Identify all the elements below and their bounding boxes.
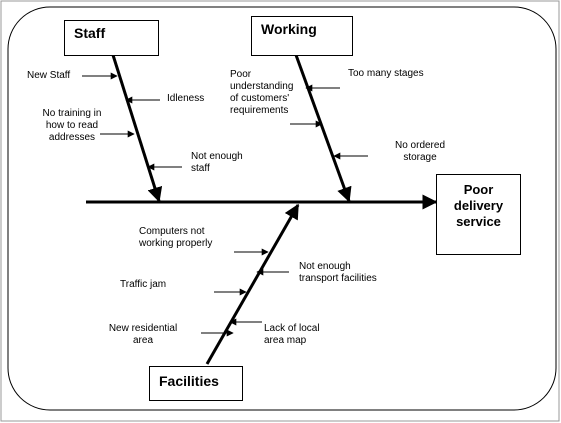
cause-new-staff-text: New Staff <box>27 70 71 81</box>
rounded-container <box>7 6 557 411</box>
cause-poor-understanding-line-3: of customers' <box>230 93 290 104</box>
bone-facilities <box>205 203 300 365</box>
cause-no-training-line-3: addresses <box>48 132 96 143</box>
cause-new-residential: New residential area <box>103 323 183 347</box>
effect-line-1: Poor <box>463 182 494 197</box>
effect-line-3: service <box>456 214 501 229</box>
effect-line-2: delivery <box>453 198 504 213</box>
cause-not-enough-transport: Not enough transport facilities <box>299 261 377 285</box>
cause-computers: Computers not working properly <box>139 226 212 250</box>
cause-not-enough-staff-line-1: Not enough <box>191 151 243 162</box>
cause-too-many-stages: Too many stages <box>348 68 424 80</box>
cause-poor-understanding: Poor understanding of customers' require… <box>230 69 293 117</box>
cause-new-staff: New Staff <box>27 70 70 82</box>
cause-lack-of-map-line-2: area map <box>264 335 307 346</box>
cause-too-many-stages-text: Too many stages <box>348 68 424 79</box>
cause-not-enough-staff: Not enough staff <box>191 151 243 175</box>
cause-lack-of-map-line-1: Lack of local <box>264 323 320 334</box>
category-staff-label: Staff <box>74 25 106 41</box>
cause-no-ordered-storage: No ordered storage <box>385 140 455 164</box>
category-facilities: Facilities <box>149 366 243 401</box>
cause-traffic-jam-text: Traffic jam <box>120 279 167 290</box>
category-working-label: Working <box>261 21 317 37</box>
category-facilities-label: Facilities <box>159 373 219 389</box>
cause-no-training: No training in how to read addresses <box>34 108 110 144</box>
cause-poor-understanding-line-1: Poor <box>230 69 252 80</box>
cause-not-enough-transport-line-1: Not enough <box>299 261 351 272</box>
category-working: Working <box>251 16 353 56</box>
cause-computers-line-2: working properly <box>139 238 213 249</box>
effect-box: Poor delivery service <box>436 174 521 255</box>
cause-idleness: Idleness <box>167 93 204 105</box>
cause-poor-understanding-line-4: requirements <box>230 105 289 116</box>
cause-traffic-jam: Traffic jam <box>120 279 166 291</box>
cause-new-residential-line-1: New residential <box>108 323 178 334</box>
cause-new-residential-line-2: area <box>132 335 153 346</box>
cause-no-ordered-storage-line-1: No ordered <box>394 140 446 151</box>
cause-not-enough-staff-line-2: staff <box>191 163 210 174</box>
category-staff: Staff <box>64 20 159 56</box>
cause-computers-line-1: Computers not <box>139 226 205 237</box>
cause-no-training-line-1: No training in <box>42 108 102 119</box>
cause-lack-of-map: Lack of local area map <box>264 323 320 347</box>
cause-no-training-line-2: how to read <box>45 120 99 131</box>
cause-poor-understanding-line-2: understanding <box>230 81 294 92</box>
cause-idleness-text: Idleness <box>167 93 205 104</box>
cause-not-enough-transport-line-2: transport facilities <box>299 273 377 284</box>
cause-no-ordered-storage-line-2: storage <box>403 152 437 163</box>
bone-staff <box>111 54 163 203</box>
bone-working <box>294 54 352 203</box>
